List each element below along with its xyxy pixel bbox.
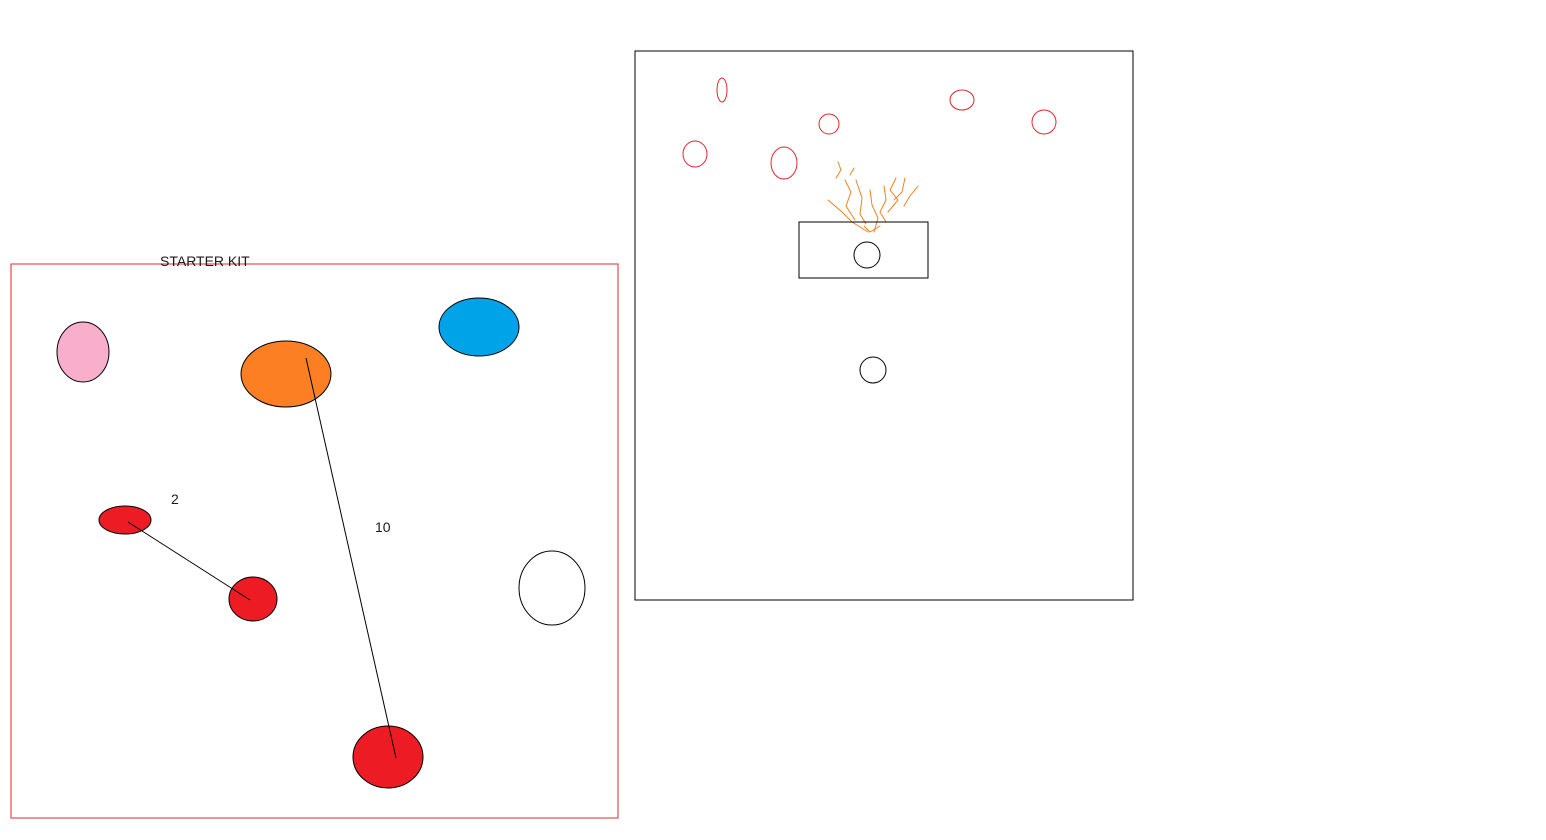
stick-figure-arm-left [137,115,182,133]
truck-flag [255,58,288,90]
box-ball [853,241,881,269]
red-ring [1031,109,1057,135]
right-panel [634,50,1134,601]
red-ring [716,77,728,103]
pink-ball [56,321,110,383]
stick-figure [137,71,206,190]
truck-sketch [255,47,542,185]
sketch-frame-tick [116,183,117,223]
flame-spark [893,177,906,201]
flame-spark [827,199,869,233]
flame-spark [844,179,856,221]
truck-front-wheel [330,140,364,173]
flame-spark [849,167,855,176]
launch-box [798,221,929,279]
flame-spark [869,189,879,233]
free-ball [859,356,887,384]
sketch-panel [97,36,616,229]
stick-figure-leg-left [164,160,182,190]
starter-kit-panel [10,263,619,819]
flame-spark [863,225,881,233]
red-ring [818,113,840,135]
red-ring [949,89,975,111]
blue-ball [438,297,520,357]
truck-antenna [372,47,390,52]
red-ring [770,146,798,180]
connector-line-10 [305,357,397,759]
line-label-10: 10 [375,519,391,535]
truck-body-lower [258,130,316,170]
stick-figure-hat [180,73,205,77]
connector-line-2 [127,521,251,601]
flame-spark [887,177,899,213]
large-red-ball [352,725,424,789]
truck-body [258,84,352,132]
red-rings [682,77,1057,180]
orange-ball [240,340,332,408]
truck-cab [350,57,542,156]
line-label-2: 2 [171,491,179,507]
truck-rear-wheel-arch [428,138,485,185]
flame-sparks [827,161,919,233]
stick-figure-leg-right [182,160,206,189]
flame-spark [835,161,842,179]
right-panel-frame [634,50,1134,601]
flame-spark [903,185,919,207]
truck-rear-wheel [446,135,482,168]
flame-spark [855,179,867,225]
small-red-ball [98,505,152,535]
flame-spark [879,185,887,223]
truck-front-wheel-arch [318,139,372,182]
stick-figure-head [170,71,200,102]
starter-kit-title: STARTER KIT [160,253,250,269]
sketch-frame [97,36,616,229]
truck-window [348,80,490,100]
stick-figure-arm-right [183,121,202,134]
truck-door-line [402,60,410,135]
medium-red-ball [228,576,278,622]
starter-kit-frame [10,263,619,819]
white-ball [518,550,586,626]
red-ring [682,140,708,168]
stick-figure-body [182,104,183,160]
